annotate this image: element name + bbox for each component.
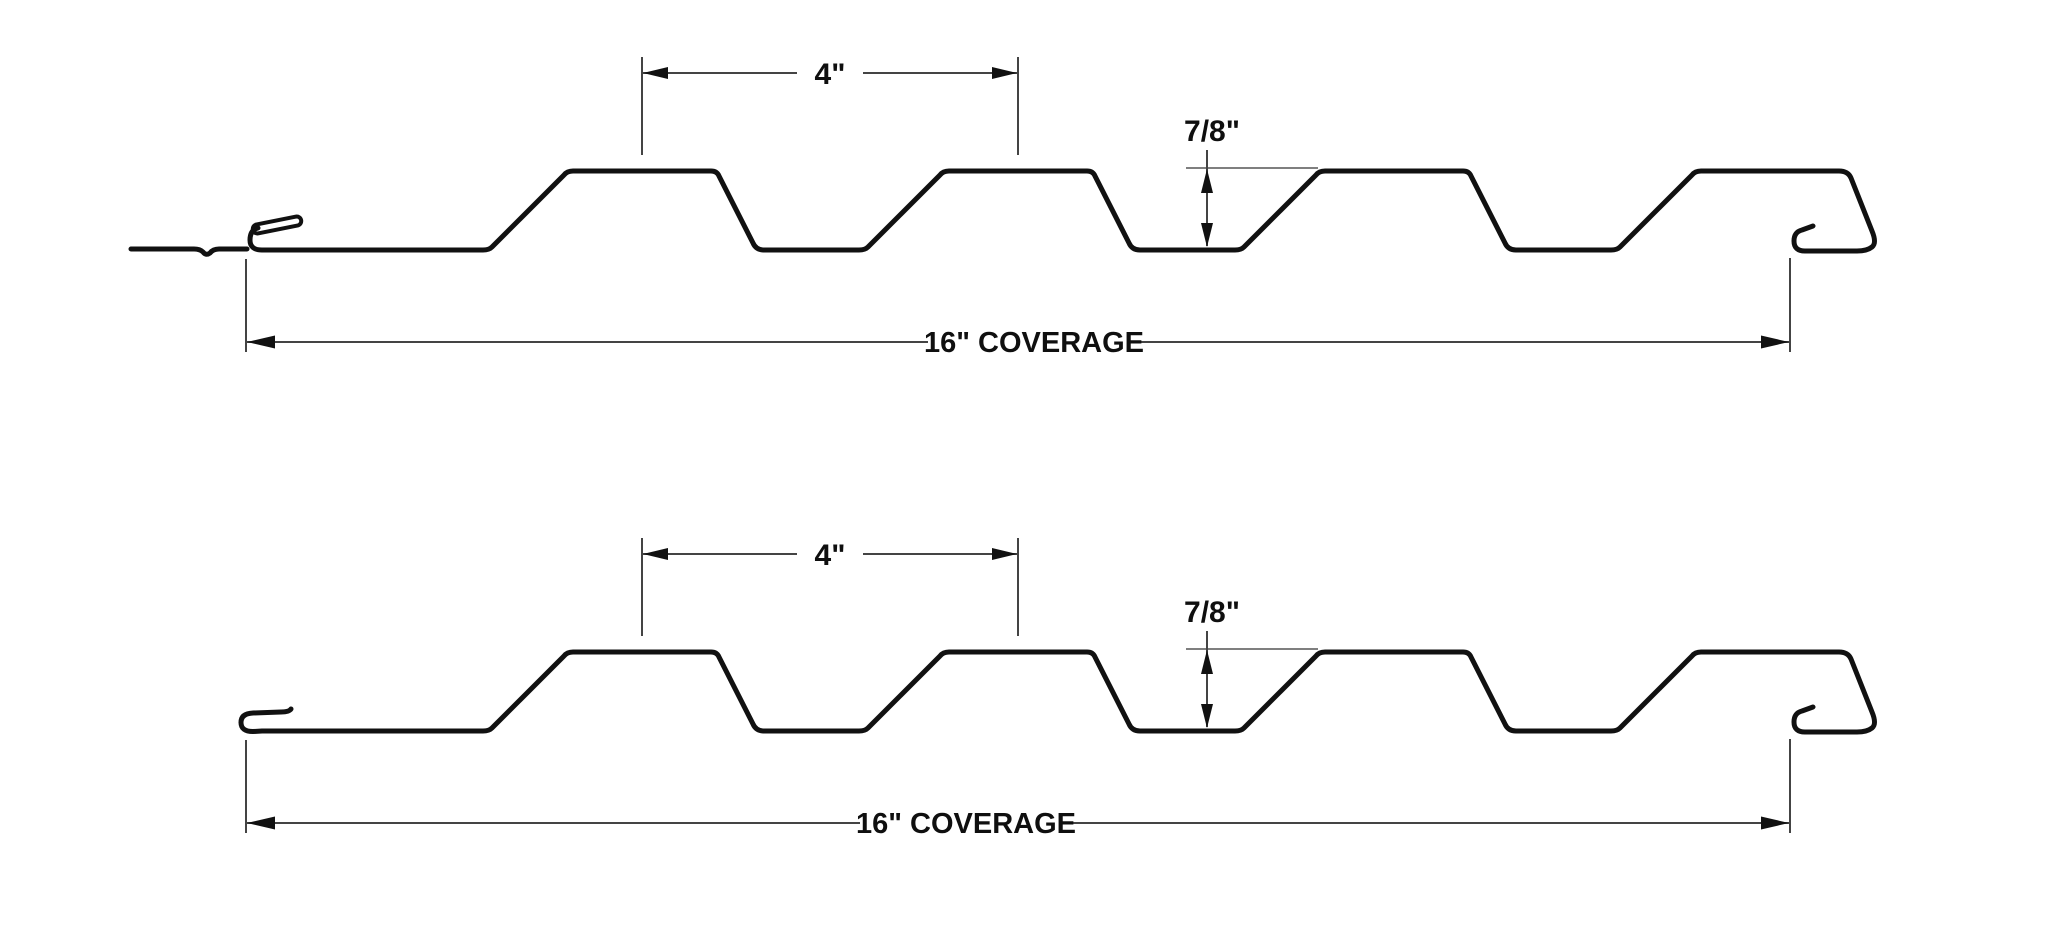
pitch-dimension: 4" <box>641 538 1019 636</box>
coverage-label: 16" COVERAGE <box>856 808 1076 840</box>
pitch-dimension: 4" <box>641 57 1019 155</box>
pitch-label: 4" <box>815 539 846 572</box>
arrowhead-right-icon <box>992 548 1017 560</box>
arrowhead-left-icon <box>247 335 275 349</box>
leader-flange-line <box>128 246 250 257</box>
pitch-label: 4" <box>815 58 846 91</box>
rib-height-label: 7/8" <box>1184 115 1240 148</box>
panel-outline <box>247 168 1877 254</box>
rib-height-dimension: 7/8" <box>1184 596 1318 728</box>
arrowhead-left-icon <box>643 67 668 79</box>
rib-height-dimension: 7/8" <box>1184 115 1318 247</box>
arrowhead-up-icon <box>1201 650 1213 674</box>
arrowhead-right-icon <box>1761 335 1789 349</box>
coverage-dimension: 16" COVERAGE <box>245 258 1791 359</box>
profile-bottom: 4" 7/8" 16" COVERAGE <box>238 538 1877 840</box>
arrowhead-up-icon <box>1201 169 1213 193</box>
arrowhead-right-icon <box>992 67 1017 79</box>
panel-outline <box>238 649 1877 735</box>
coverage-label: 16" COVERAGE <box>924 327 1144 359</box>
arrowhead-left-icon <box>643 548 668 560</box>
profile-top: 4" 7/8" 16" COVERAGE <box>128 57 1877 359</box>
arrowhead-right-icon <box>1761 816 1789 830</box>
coverage-dimension: 16" COVERAGE <box>245 739 1791 840</box>
arrowhead-left-icon <box>247 816 275 830</box>
arrowhead-down-icon <box>1201 223 1213 247</box>
arrowhead-down-icon <box>1201 704 1213 728</box>
nailing-hem-loop <box>250 214 304 236</box>
rib-height-label: 7/8" <box>1184 596 1240 629</box>
